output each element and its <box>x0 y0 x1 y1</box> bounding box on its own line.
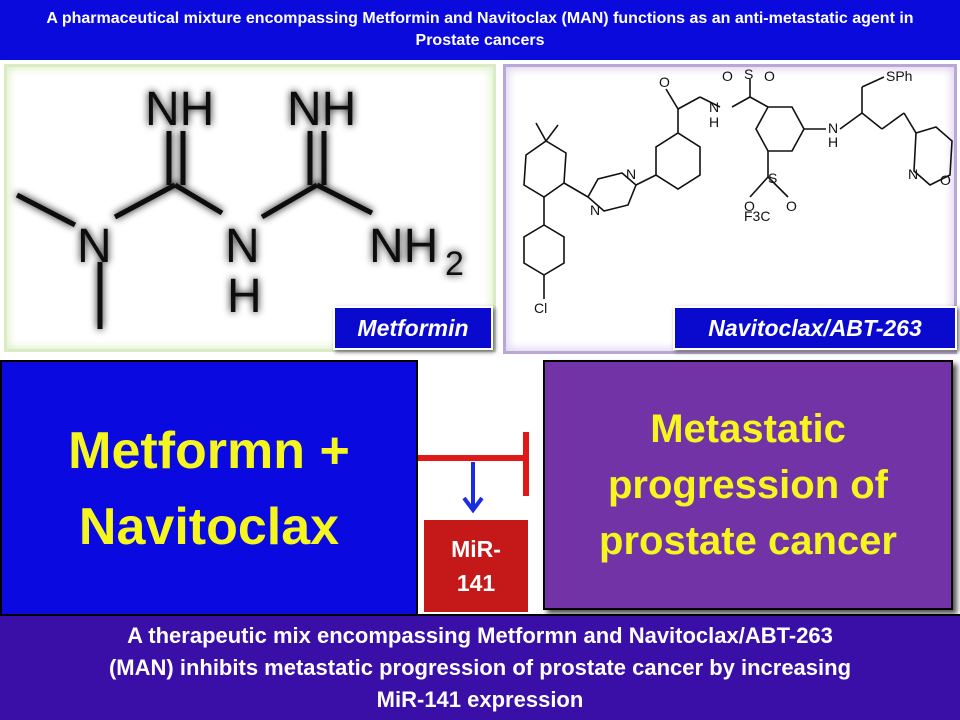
footer-line-2: (MAN) inhibits metastatic progression of… <box>108 655 852 680</box>
metformin-atom-nh-right: NH <box>287 83 356 136</box>
navitoclax-atom-f3c: F3C <box>744 208 770 224</box>
navitoclax-atom-cl: Cl <box>534 300 547 316</box>
navitoclax-label-text: Navitoclax/ABT-263 <box>708 314 922 341</box>
navitoclax-atom-n-morph: N <box>908 166 918 182</box>
navitoclax-atom-h-amide: H <box>709 114 719 130</box>
metformin-atom-nh2-subscript: 2 <box>445 245 464 283</box>
navitoclax-structure-drawing: N H O S O O N H SPh N N N O S O O F3C Cl <box>523 66 953 316</box>
navitoclax-atom-o-sulfonyl-2: O <box>764 68 775 84</box>
navitoclax-atom-h-amine: H <box>828 134 838 150</box>
navitoclax-atom-s-cf3: S <box>768 170 777 186</box>
combination-box: Metformn + Navitoclax <box>0 360 418 618</box>
navitoclax-atom-s-sulfonyl: S <box>744 67 753 82</box>
combination-line-2: Navitoclax <box>78 498 340 556</box>
mir-line-1: MiR- <box>451 536 501 562</box>
navitoclax-atom-n-amide: N <box>709 99 719 115</box>
metformin-label-text: Metformin <box>357 314 469 341</box>
bottom-summary-banner: A therapeutic mix encompassing Metformn … <box>0 614 960 720</box>
mir-141-box: MiR- 141 <box>424 520 528 612</box>
metastatic-line-1: Metastatic <box>650 407 846 451</box>
top-title-banner: A pharmaceutical mixture encompassing Me… <box>0 0 960 60</box>
footer-line-3: MiR-141 expression <box>376 687 584 712</box>
footer-line-1: A therapeutic mix encompassing Metformn … <box>127 623 833 648</box>
pathway-arrows <box>418 432 529 514</box>
mir-line-2: 141 <box>456 570 496 596</box>
navitoclax-atom-o-cf3-1: O <box>744 198 755 214</box>
metformin-bonds <box>15 131 374 329</box>
mir-arrow-head <box>462 496 484 514</box>
navitoclax-atom-o-morph: O <box>940 172 951 188</box>
metformin-structure-drawing: NH NH N N H NH 2 <box>15 83 464 329</box>
navitoclax-bonds <box>523 76 953 299</box>
navitoclax-atom-o-amide: O <box>659 74 670 90</box>
metformin-atom-h-mid: H <box>227 270 262 323</box>
metformin-label: Metformin <box>333 306 493 350</box>
metformin-structure-panel: NH NH N N H NH 2 <box>4 64 496 352</box>
navitoclax-atom-sph: SPh <box>886 68 912 84</box>
metastatic-progression-box: Metastatic progression of prostate cance… <box>543 360 953 610</box>
metformin-atom-nh-left: NH <box>145 83 214 136</box>
metformin-atom-n-mid: N <box>225 220 260 273</box>
metastatic-line-2: progression of <box>607 463 889 507</box>
metformin-atom-n-left: N <box>77 220 112 273</box>
combination-line-1: Metformn + <box>68 422 350 480</box>
metastatic-line-3: prostate cancer <box>599 519 897 563</box>
metformin-atom-nh2: NH <box>369 220 438 273</box>
navitoclax-atom-n-pip-2: N <box>590 202 600 218</box>
navitoclax-atom-o-cf3-2: O <box>786 198 797 214</box>
navitoclax-atoms: N H O S O O N H SPh N N N O S O O F3C Cl <box>534 66 951 316</box>
navitoclax-structure-panel: N H O S O O N H SPh N N N O S O O F3C Cl <box>503 64 957 354</box>
navitoclax-atom-o-sulfonyl-1: O <box>722 68 733 84</box>
navitoclax-label: Navitoclax/ABT-263 <box>673 306 957 350</box>
navitoclax-atom-n-amine: N <box>828 120 838 136</box>
top-title-text: A pharmaceutical mixture encompassing Me… <box>46 10 914 49</box>
navitoclax-atom-n-pip-1: N <box>626 166 636 182</box>
